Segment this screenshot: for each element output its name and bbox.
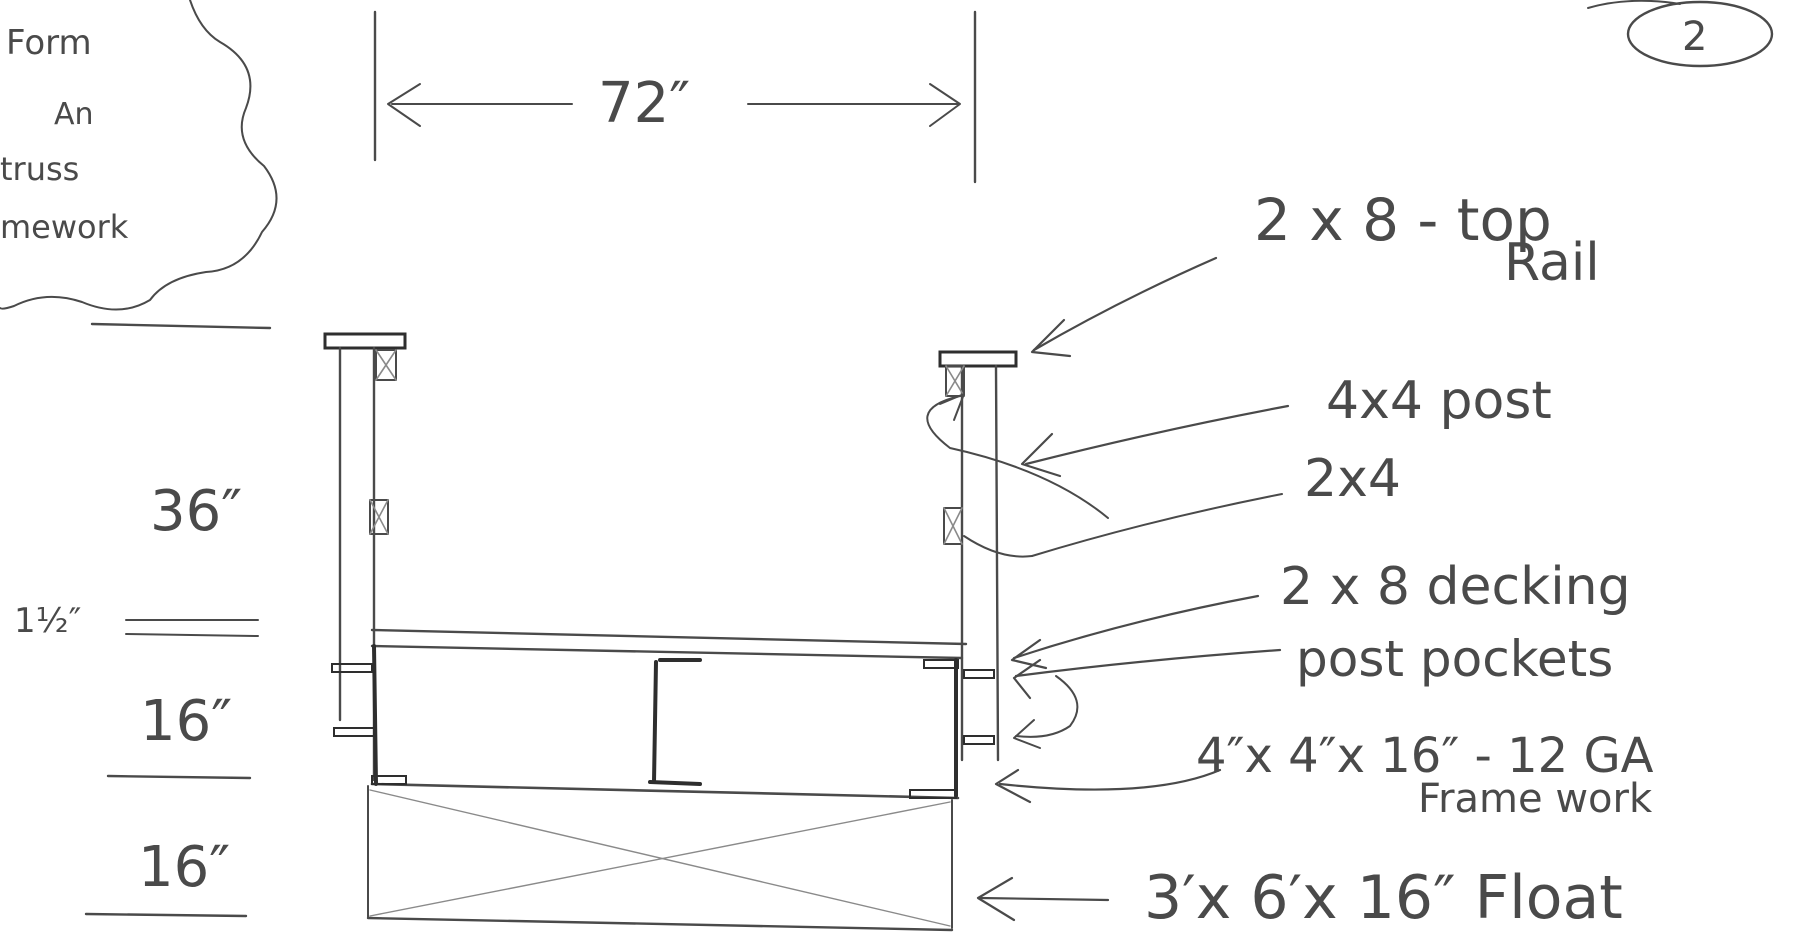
width-label: 72″ <box>598 71 690 136</box>
frame-assembly <box>331 628 995 800</box>
left-post-assembly <box>323 332 407 782</box>
frame-label-2: Frame work <box>1418 776 1653 822</box>
float-label: 3′x 6′x 16″ Float <box>1144 863 1623 933</box>
note-line-2: An <box>54 97 94 132</box>
page-number-badge: 2 <box>1587 0 1774 68</box>
note-line-3: truss <box>0 150 79 188</box>
brace-label: 2x4 <box>1304 449 1401 509</box>
note-cloud: Form An truss mework <box>0 0 278 311</box>
pockets-label: post pockets <box>1296 630 1613 688</box>
float-box <box>366 785 954 932</box>
callout-labels: 2 x 8 - top Rail 4x4 post 2x4 2 x 8 deck… <box>1144 186 1654 933</box>
note-line-1: Form <box>6 23 92 63</box>
note-line-4: mework <box>0 208 129 246</box>
post-label: 4x4 post <box>1326 371 1552 431</box>
frame-label: 4″x 4″x 16″ - 12 GA <box>1196 728 1654 784</box>
top-rail-label-1: 2 x 8 - top <box>1254 186 1552 254</box>
rail-height-label: 36″ <box>150 479 242 544</box>
width-dimension: 72″ <box>373 10 977 184</box>
decking-thickness-label: 1½″ <box>14 601 81 641</box>
decking-label: 2 x 8 decking <box>1280 557 1631 617</box>
float-height-label: 16″ <box>138 835 230 900</box>
right-post-assembly <box>938 350 1018 762</box>
top-rail-label-2: Rail <box>1504 233 1600 293</box>
left-dimension-lines: 36″ 1½″ 16″ 16″ <box>14 322 272 918</box>
frame-height-label: 16″ <box>140 689 232 754</box>
callout-arrows <box>926 256 1290 922</box>
page-number: 2 <box>1682 14 1707 60</box>
